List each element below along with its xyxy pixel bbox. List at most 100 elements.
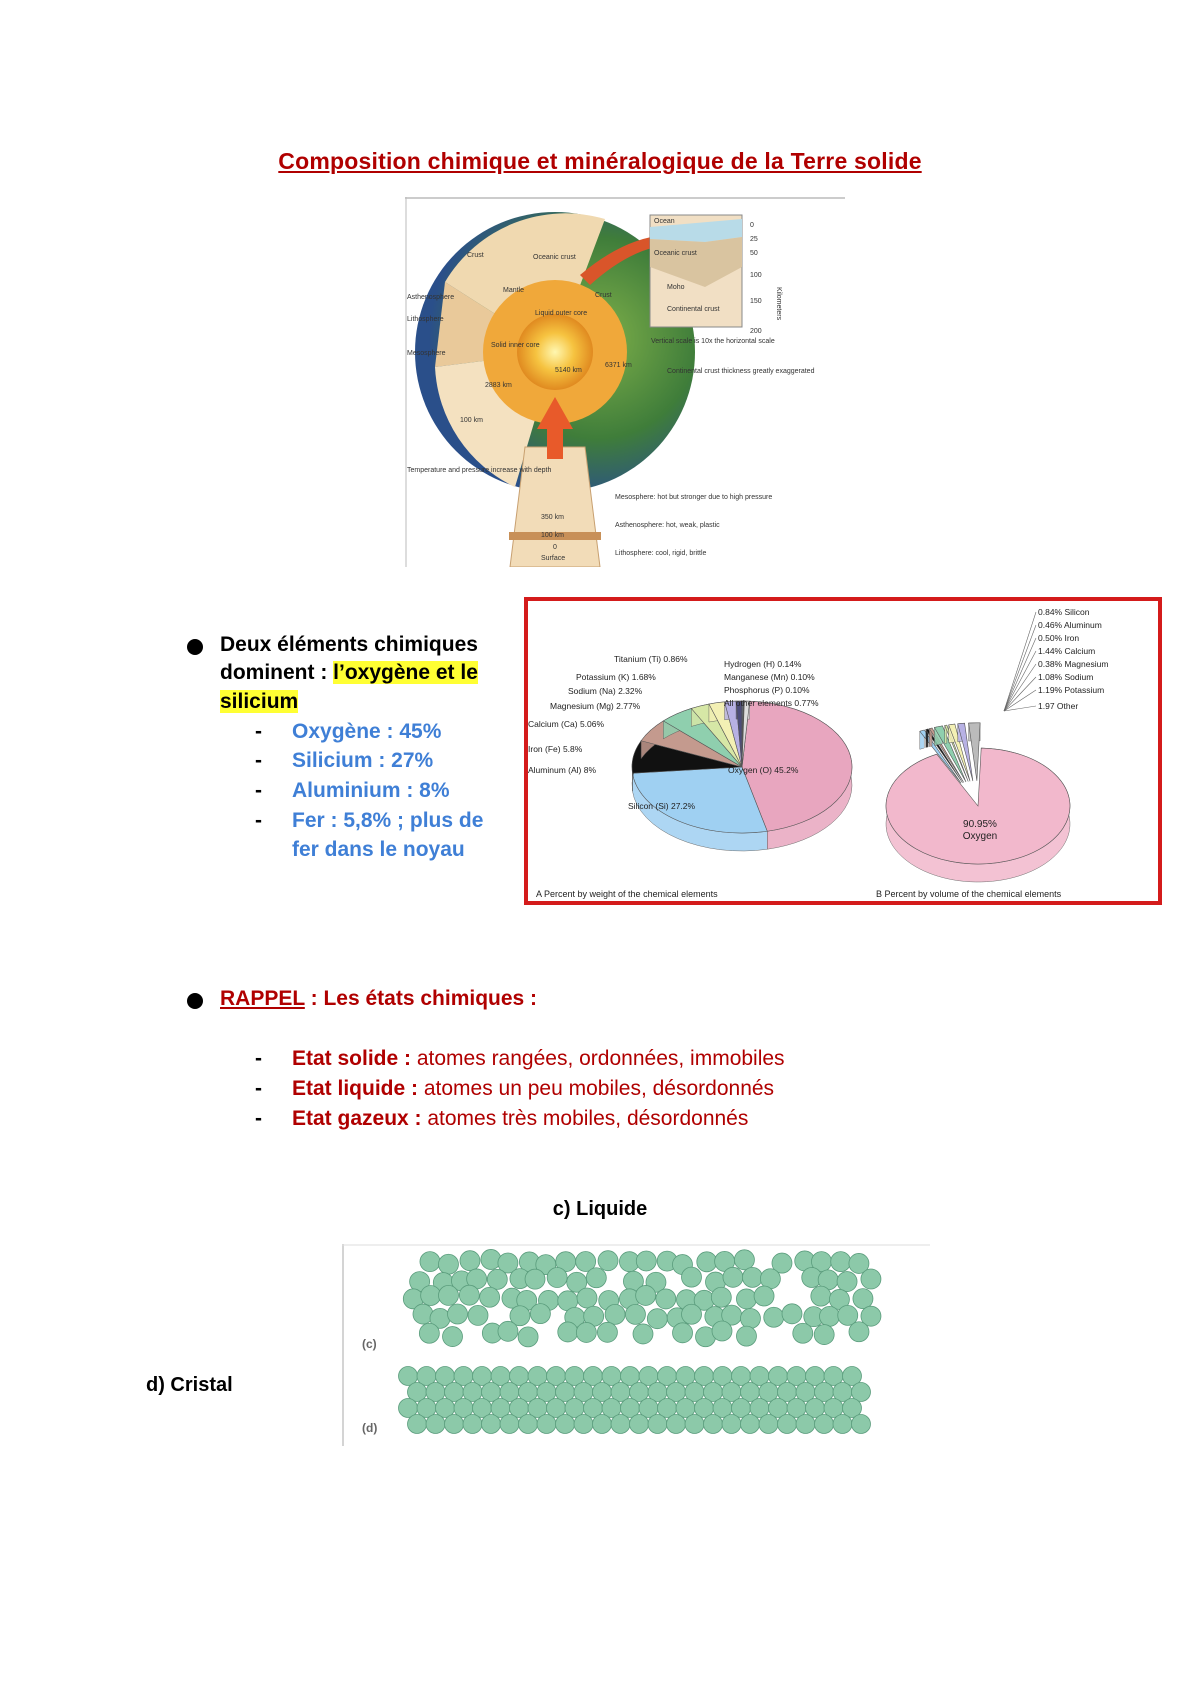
km-tick-150: 150: [750, 298, 762, 305]
pie-b-center-name: Oxygen: [963, 831, 997, 842]
label-d: (d): [362, 1421, 377, 1435]
liquid-atom: [763, 1306, 785, 1328]
inset-scale-note: Vertical scale is 10x the horizontal sca…: [651, 338, 775, 345]
liquid-atom: [810, 1285, 832, 1307]
rappel-rest: : Les états chimiques :: [304, 987, 538, 1010]
pie-slice-1-08-sodium: [948, 723, 971, 782]
depth-100b-label: 100 km: [541, 532, 564, 539]
pie-b-title: B Percent by volume of the chemical elem…: [876, 889, 1062, 899]
surface-label: Surface: [541, 555, 565, 562]
liquid-atom: [771, 1252, 793, 1274]
crystal-atom: [842, 1398, 862, 1418]
liquid-atom: [848, 1253, 870, 1274]
crystal-atoms: [398, 1366, 871, 1434]
liquid-atom: [711, 1320, 733, 1342]
caption-liquid: c) Liquide: [552, 1198, 648, 1220]
state-solid: Etat solide : atomes rangées, ordonnées,…: [292, 1047, 785, 1071]
liquid-atom: [420, 1285, 442, 1306]
depth-5140-label: 5140 km: [555, 367, 582, 374]
inset-ocean-label: Ocean: [654, 218, 675, 225]
mesosphere-label: Mesosphere: [407, 350, 446, 357]
liquid-atom: [635, 1285, 657, 1306]
bullet-dot: [187, 639, 203, 655]
pie-a-title: A Percent by weight of the chemical elem…: [536, 889, 718, 899]
km-tick-25: 25: [750, 236, 758, 243]
pie-a-label-aluminum-al-8: Aluminum (Al) 8%: [528, 765, 596, 775]
highlight-oxygen-silicium: l’oxygène et le: [333, 661, 478, 684]
crystal-atom: [832, 1414, 853, 1434]
state-gas-name: Etat gazeux :: [292, 1107, 422, 1130]
liquid-atom: [497, 1320, 519, 1342]
pie-a-label-oxygen-o-45-2: Oxygen (O) 45.2%: [728, 765, 799, 775]
crystal-atom: [629, 1414, 649, 1434]
pie-a-label-silicon-si-27-2: Silicon (Si) 27.2%: [628, 801, 696, 811]
liquid-atom: [566, 1271, 588, 1293]
pie-b-center-pct: 90.95%: [963, 819, 997, 830]
dash: -: [255, 720, 262, 743]
liquid-atom: [597, 1250, 619, 1272]
liquid-atom: [830, 1251, 852, 1273]
liquid-atom: [442, 1326, 463, 1347]
caption-crystal: d) Cristal: [146, 1374, 233, 1396]
crystal-atom: [703, 1414, 723, 1434]
liquid-atom: [681, 1266, 702, 1288]
dash: -: [255, 779, 262, 802]
highlight-silicium: silicium: [220, 690, 299, 713]
liquid-atom: [819, 1305, 840, 1327]
pie-slice-1-97-other: [968, 722, 981, 781]
liquid-atoms: [402, 1249, 882, 1348]
asthenosphere-desc: Asthenosphere: hot, weak, plastic: [615, 522, 720, 529]
mesosphere-desc: Mesosphere: hot but stronger due to high…: [615, 494, 772, 501]
liquid-atom: [438, 1285, 459, 1306]
lithosphere-label: Lithosphere: [407, 316, 444, 323]
pie-slice-1-44-calcium: [933, 725, 967, 783]
rappel-heading: RAPPEL : Les états chimiques :: [220, 987, 537, 1011]
outer-core-label: Liquid outer core: [535, 310, 587, 317]
km-tick-50: 50: [750, 250, 758, 257]
crystal-atom: [758, 1414, 779, 1434]
pie-b-leader-line: [1003, 689, 1037, 712]
pie-slice-silicon-si-27-2: [632, 766, 768, 834]
pie-a-label-phosphorus-p-0-10: Phosphorus (P) 0.10%: [724, 685, 810, 695]
crystal-atom: [481, 1414, 501, 1434]
pie-chart-volume: [885, 722, 1071, 883]
pie-b-label-1-19-potassium: 1.19% Potassium: [1038, 685, 1104, 695]
inset-moho-label: Moho: [667, 284, 685, 291]
crystal-atom: [518, 1414, 538, 1434]
pie-b-leader-line: [1003, 705, 1037, 712]
crystal-atom: [740, 1414, 760, 1434]
crystal-atom: [536, 1414, 557, 1434]
pie-b-leader-line: [1003, 663, 1037, 712]
pie-slice-all-other-elements-0-77: [741, 700, 751, 768]
pie-b-leader-line: [1003, 611, 1037, 712]
crystal-atom: [610, 1414, 631, 1434]
liquid-atom: [813, 1324, 835, 1345]
liquid-atom: [575, 1322, 597, 1343]
crystal-atom: [444, 1414, 464, 1434]
liquid-atom: [517, 1326, 539, 1348]
pie-a-label-manganese-mn-0-10: Manganese (Mn) 0.10%: [724, 672, 815, 682]
pie-slice-oxygen: [885, 747, 1071, 865]
state-liquid: Etat liquide : atomes un peu mobiles, dé…: [292, 1077, 774, 1101]
earth-structure-figure: Ocean Oceanic crust Moho Continental cru…: [405, 197, 845, 567]
crystal-atom: [842, 1366, 862, 1386]
pie-b-leader-line: [1003, 624, 1037, 712]
dash: -: [255, 1077, 262, 1100]
liquid-atom: [792, 1322, 814, 1344]
liquid-atom: [632, 1323, 654, 1345]
lithosphere-desc: Lithosphere: cool, rigid, brittle: [615, 550, 707, 557]
liquid-atom: [781, 1303, 803, 1325]
liquid-atom: [546, 1267, 568, 1288]
liquid-atom: [722, 1266, 744, 1288]
liquid-atom: [467, 1305, 489, 1326]
liquid-atom: [848, 1321, 870, 1343]
pie-b-leader-line: [1003, 676, 1037, 712]
mantle-label: Mantle: [503, 287, 524, 294]
liquid-atom: [458, 1284, 480, 1306]
liquid-atom: [597, 1321, 618, 1343]
pie-b-label-1-97-other: 1.97 Other: [1038, 701, 1078, 711]
liquid-atom: [860, 1305, 882, 1327]
pie-b-leader-line: [1003, 637, 1037, 712]
pie-slice-1-19-potassium: [957, 722, 974, 782]
crystal-atom: [851, 1382, 871, 1402]
